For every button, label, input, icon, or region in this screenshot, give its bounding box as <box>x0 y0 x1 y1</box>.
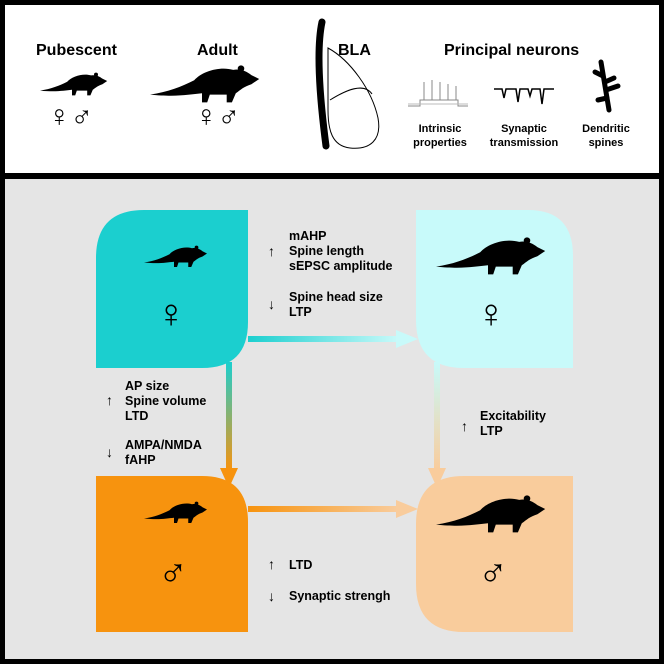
bottom-up-labels: LTD <box>289 558 313 572</box>
bottom-down-arrow: ↓ <box>268 588 275 604</box>
principal-neurons-title: Principal neurons <box>444 42 580 59</box>
female-symbol-pubescent: ♀ <box>156 292 186 336</box>
top-up-arrow: ↑ <box>268 243 275 259</box>
bottom-up-arrow: ↑ <box>268 556 275 572</box>
quadrant-female-pubescent <box>96 210 248 368</box>
left-up-arrow: ↑ <box>106 392 113 408</box>
quadrant-male-pubescent <box>96 476 248 632</box>
arrow-adult-female-to-male <box>428 362 446 488</box>
intrinsic-trace-icon <box>408 80 468 107</box>
arrow-male-pubescent-to-adult <box>248 500 418 518</box>
synaptic-trace-icon <box>494 88 554 105</box>
adult-title: Adult <box>197 42 238 59</box>
pubescent-title: Pubescent <box>36 42 117 59</box>
adult-rat-icon <box>150 65 260 103</box>
top-down-arrow: ↓ <box>268 296 275 312</box>
bottom-down-labels: Synaptic strengh <box>289 589 391 603</box>
male-symbol-adult: ♂ <box>478 550 508 594</box>
female-symbol-adult: ♀ <box>476 292 506 336</box>
pubescent-sex-symbols: ♀♂ <box>48 100 93 133</box>
pubescent-rat-icon <box>40 72 108 96</box>
bla-title: BLA <box>338 42 371 59</box>
bla-outline-icon <box>315 18 380 150</box>
left-down-arrow: ↓ <box>106 444 113 460</box>
arrow-pubescent-female-to-male <box>220 362 238 488</box>
adult-sex-symbols: ♀♂ <box>195 100 240 133</box>
right-up-arrow: ↑ <box>461 418 468 434</box>
male-symbol-pubescent: ♂ <box>158 550 188 594</box>
dendritic-spine-icon <box>592 59 621 113</box>
quadrant-female-adult <box>416 210 573 368</box>
arrow-female-pubescent-to-adult <box>248 330 418 348</box>
